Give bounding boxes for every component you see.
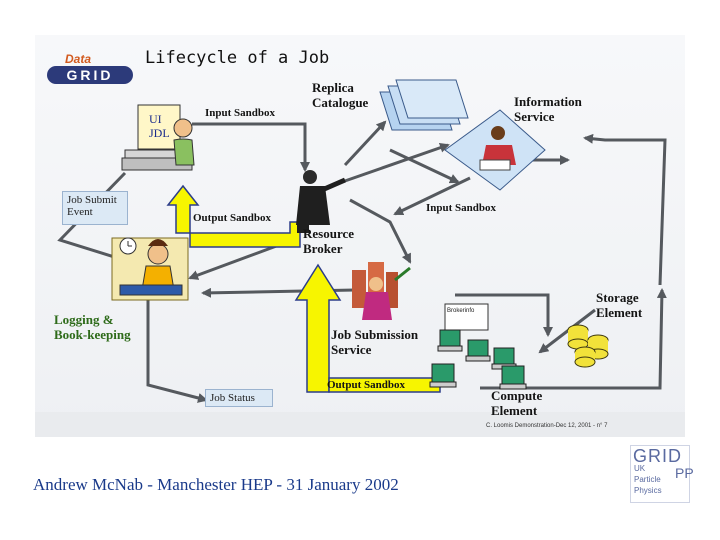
slide-credit: C. Loomis Demonstration-Dec 12, 2001 - n… xyxy=(486,423,607,429)
gridpp-pp-text: PP xyxy=(675,464,694,482)
storage-element-label: Storage Element xyxy=(596,290,642,320)
input-sandbox-label-top: Input Sandbox xyxy=(205,106,275,121)
output-sandbox-label-bottom: Output Sandbox xyxy=(327,378,405,393)
gridpp-logo: GRID UK Particle Physics PP xyxy=(630,445,690,503)
slide-footer: Andrew McNab - Manchester HEP - 31 Janua… xyxy=(33,475,399,495)
logo-grid-text: GRID xyxy=(47,66,133,84)
job-submit-event-box: Job Submit Event xyxy=(62,191,128,225)
resource-broker-label: Resource Broker xyxy=(303,226,354,256)
job-submission-service-label: Job Submission Service xyxy=(331,327,418,357)
slide-title: Lifecycle of a Job xyxy=(145,48,329,68)
gridpp-physics-text: Physics xyxy=(634,486,662,496)
gridpp-grid-text: GRID xyxy=(633,446,682,466)
information-service-label: Information Service xyxy=(514,94,582,124)
compute-element-label: Compute Element xyxy=(491,388,542,418)
ui-jdl-label: UI JDL xyxy=(149,112,170,140)
brokerinfo-label: Brokerinfo xyxy=(447,308,474,314)
job-status-box: Job Status xyxy=(205,389,273,407)
datagrid-logo: Data GRID xyxy=(47,52,135,86)
replica-catalogue-icon xyxy=(380,80,468,130)
output-sandbox-label-mid: Output Sandbox xyxy=(193,211,271,226)
gridpp-uk-text: UK xyxy=(634,464,645,474)
logo-data-text: Data xyxy=(65,52,91,66)
logging-bookkeeping-label: Logging & Book-keeping xyxy=(54,312,131,342)
replica-catalogue-label: Replica Catalogue xyxy=(312,80,368,110)
gridpp-particle-text: Particle xyxy=(634,475,661,485)
logging-bookkeeping-icon xyxy=(112,238,188,300)
input-sandbox-label-right: Input Sandbox xyxy=(426,201,496,216)
